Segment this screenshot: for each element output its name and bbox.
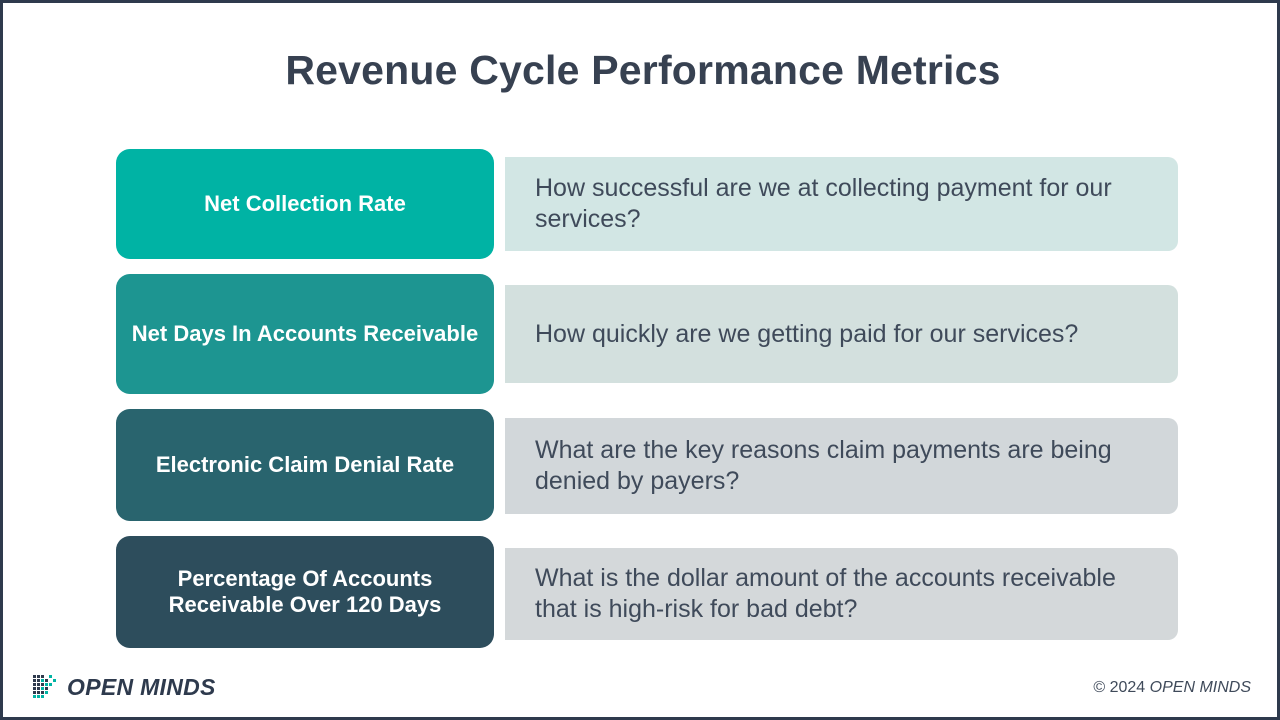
metric-label-card-4[interactable]: Percentage Of Accounts Receivable Over 1… [116,536,494,648]
metric-label-card-1[interactable]: Net Collection Rate [116,149,494,259]
metrics-list: Net Collection Rate How successful are w… [116,149,1178,663]
copyright-notice: © 2024 OPEN MINDS [1093,679,1251,697]
metric-label-card-2[interactable]: Net Days In Accounts Receivable [116,274,494,394]
metric-label-card-3[interactable]: Electronic Claim Denial Rate [116,409,494,521]
metric-description-panel-1: How successful are we at collecting paym… [505,157,1178,251]
list-item[interactable]: Electronic Claim Denial Rate What are th… [116,409,1178,521]
metric-description-panel-3: What are the key reasons claim payments … [505,418,1178,514]
open-minds-pixel-logo-icon [33,675,56,698]
brand-logo: OPEN MINDS [33,673,216,701]
brand-logo-text: OPEN MINDS [67,673,216,700]
copyright-brand: OPEN MINDS [1149,679,1251,696]
metric-description-panel-4: What is the dollar amount of the account… [505,548,1178,640]
page-title: Revenue Cycle Performance Metrics [285,47,1001,93]
slide-footer: OPEN MINDS © 2024 OPEN MINDS [3,655,1280,717]
copyright-prefix: © 2024 [1093,679,1150,696]
metric-description-panel-2: How quickly are we getting paid for our … [505,285,1178,383]
list-item[interactable]: Percentage Of Accounts Receivable Over 1… [116,536,1178,648]
list-item[interactable]: Net Days In Accounts Receivable How quic… [116,274,1178,394]
list-item[interactable]: Net Collection Rate How successful are w… [116,149,1178,259]
